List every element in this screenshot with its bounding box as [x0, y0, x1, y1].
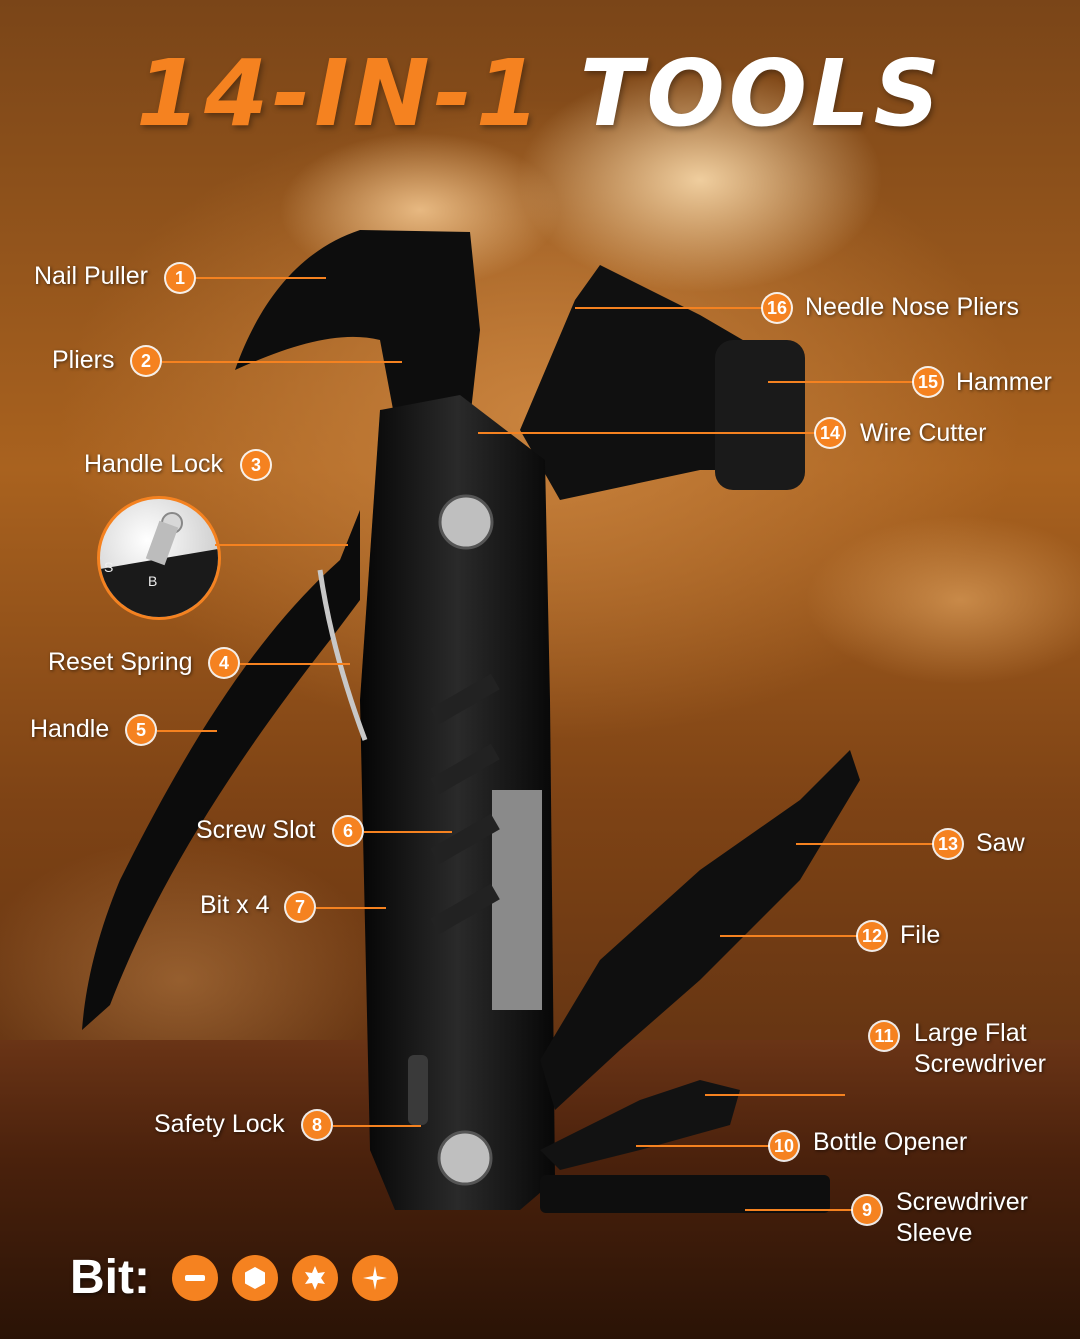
leader-line	[215, 544, 348, 546]
leader-line	[768, 381, 914, 383]
callout-badge-9: 9	[853, 1196, 881, 1224]
leader-line	[745, 1209, 853, 1211]
callout-badge-2: 2	[132, 347, 160, 375]
callout-badge-1: 1	[166, 264, 194, 292]
hex-bit-icon	[231, 1254, 278, 1301]
callout-badge-12: 12	[858, 922, 886, 950]
callout-label-bit-x4: Bit x 4	[200, 891, 270, 919]
bit-legend: Bit:	[70, 1250, 398, 1305]
callout-label-screwdriver-sleeve: Screwdriver Sleeve	[896, 1188, 1028, 1248]
leader-line	[796, 843, 934, 845]
callout-label-reset-spring: Reset Spring	[48, 648, 193, 676]
leader-line	[478, 432, 816, 434]
leader-line	[575, 307, 763, 309]
callout-badge-6: 6	[334, 817, 362, 845]
title-part-2: TOOLS	[579, 40, 944, 147]
callout-label-handle: Handle	[30, 715, 110, 743]
callout-label-pliers: Pliers	[52, 346, 115, 374]
leader-line	[196, 277, 326, 279]
torx-bit-icon	[291, 1254, 338, 1301]
leader-line	[705, 1094, 845, 1096]
saw-blade	[540, 750, 860, 1110]
phillips-bit-icon	[351, 1254, 398, 1301]
callout-badge-3: 3	[242, 451, 270, 479]
callout-label-file: File	[900, 921, 941, 949]
bit-slots	[430, 673, 500, 935]
callout-badge-8: 8	[303, 1111, 331, 1139]
callout-label-safety-lock: Safety Lock	[154, 1110, 285, 1138]
leader-line	[162, 361, 402, 363]
leader-line	[316, 907, 386, 909]
callout-badge-5: 5	[127, 716, 155, 744]
callout-label-handle-lock: Handle Lock	[84, 450, 223, 478]
callout-badge-7: 7	[286, 893, 314, 921]
callout-badge-13: 13	[934, 830, 962, 858]
callout-label-nail-puller: Nail Puller	[34, 262, 148, 290]
leader-line	[333, 1125, 421, 1127]
hammer-face	[715, 340, 805, 490]
callout-label-bottle-opener: Bottle Opener	[813, 1128, 968, 1156]
callout-label-large-flat-screwdriver: Large Flat Screwdriver	[914, 1019, 1046, 1079]
flat-bit-icon	[171, 1254, 218, 1301]
callout-badge-10: 10	[770, 1132, 798, 1160]
nail-puller-claw	[235, 230, 480, 420]
title-part-1: 14-IN-1	[136, 40, 544, 147]
inset-mark-s: S	[104, 559, 114, 575]
handle-lock-inset: S B	[97, 496, 221, 620]
leader-line	[240, 663, 350, 665]
leader-line	[720, 935, 858, 937]
callout-label-screw-slot: Screw Slot	[196, 816, 316, 844]
leader-line	[636, 1145, 770, 1147]
callout-badge-11: 11	[870, 1022, 898, 1050]
callout-badge-4: 4	[210, 649, 238, 677]
callout-label-saw: Saw	[976, 829, 1025, 857]
callout-label-hammer: Hammer	[956, 368, 1052, 396]
callout-badge-14: 14	[816, 419, 844, 447]
callout-badge-16: 16	[763, 294, 791, 322]
bit-legend-title: Bit:	[70, 1251, 150, 1304]
lower-pivot-screw	[437, 1130, 493, 1186]
page-title: 14-IN-1 TOOLS	[0, 40, 1080, 147]
leader-line	[157, 730, 217, 732]
callout-label-wire-cutter: Wire Cutter	[860, 419, 987, 447]
inset-mark-b: B	[148, 573, 158, 589]
handle-arm	[82, 510, 360, 1030]
callout-label-needle-nose-pliers: Needle Nose Pliers	[805, 293, 1019, 321]
carabiner-clip	[317, 569, 368, 741]
silver-insert	[492, 790, 542, 1010]
screwdriver-sleeve	[540, 1175, 830, 1213]
safety-lock-slider	[408, 1055, 428, 1125]
leader-line	[364, 831, 452, 833]
upper-pivot-screw	[438, 494, 494, 550]
bottle-opener-blade	[540, 1080, 740, 1170]
callout-badge-15: 15	[914, 368, 942, 396]
